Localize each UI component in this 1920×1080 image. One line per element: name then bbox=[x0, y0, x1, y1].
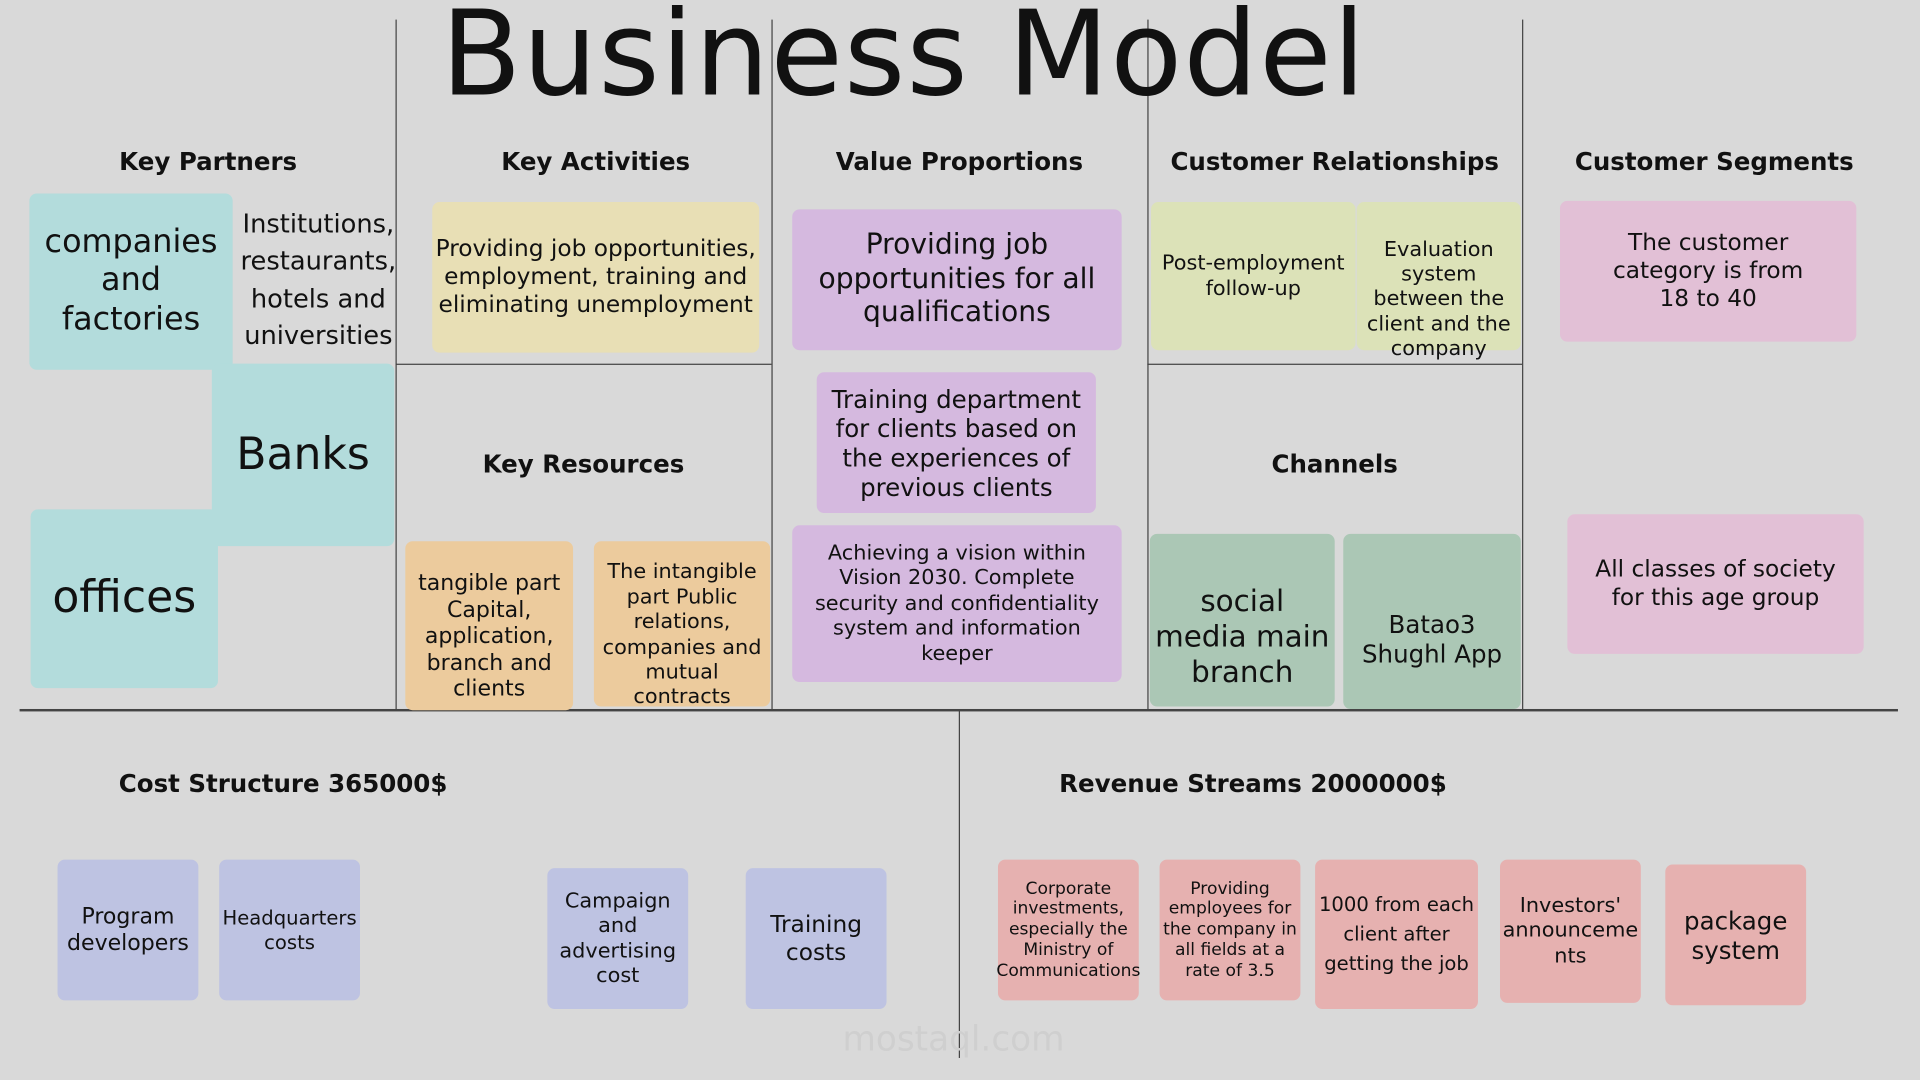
note-partner: Institutions, restaurants, hotels and un… bbox=[240, 209, 397, 351]
note-value: Training department for clients based on… bbox=[816, 372, 1096, 514]
divider bbox=[395, 363, 772, 365]
watermark: mostaql.com bbox=[842, 1018, 1065, 1060]
note-cost: Training costs bbox=[745, 868, 887, 1009]
divider bbox=[1522, 19, 1524, 711]
divider bbox=[958, 710, 961, 1058]
heading-value: Value Proportions bbox=[835, 146, 1084, 177]
note-revenue: Providing employees for the company in a… bbox=[1159, 859, 1301, 1001]
heading-key-partners: Key Partners bbox=[119, 146, 298, 177]
note-value: Achieving a vision within Vision 2030. C… bbox=[792, 525, 1122, 683]
note-channel: Batao3 Shughl App bbox=[1343, 533, 1521, 709]
note-revenue: Investors' announceme nts bbox=[1500, 859, 1641, 1003]
heading-resources: Key Resources bbox=[482, 449, 685, 479]
heading-key-activities: Key Activities bbox=[501, 146, 691, 177]
note-segment: The customer category is from 18 to 40 bbox=[1560, 200, 1857, 342]
note-partner: offices bbox=[30, 509, 218, 689]
note-channel: social media main branch bbox=[1149, 533, 1335, 707]
divider bbox=[19, 708, 1898, 712]
heading-segments: Customer Segments bbox=[1574, 146, 1854, 177]
note-revenue: Corporate investments, especially the Mi… bbox=[996, 859, 1140, 1001]
page-title: Business Model bbox=[440, 0, 1367, 123]
heading-relationships: Customer Relationships bbox=[1170, 146, 1499, 177]
note-value: Providing job opportunities for all qual… bbox=[792, 209, 1122, 351]
heading-revenue: Revenue Streams 2000000$ bbox=[1059, 768, 1447, 799]
note-relationship: Post-employment follow-up bbox=[1151, 202, 1356, 351]
note-resource: The intangible part Public relations, co… bbox=[593, 541, 771, 709]
note-revenue: 1000 from each client after getting the … bbox=[1315, 859, 1478, 1009]
note-relationship: Evaluation system between the client and… bbox=[1356, 202, 1521, 361]
note-cost: Headquarters costs bbox=[219, 859, 361, 1001]
note-cost: Campaign and advertising cost bbox=[547, 868, 689, 1009]
divider bbox=[1147, 363, 1523, 365]
note-activity: Providing job opportunities, employment,… bbox=[432, 202, 760, 353]
note-partner: companies and factories bbox=[29, 193, 233, 370]
note-revenue: package system bbox=[1665, 864, 1807, 1006]
note-resource: tangible part Capital, application, bran… bbox=[405, 541, 574, 711]
note-segment: All classes of society for this age grou… bbox=[1567, 514, 1864, 654]
heading-cost: Cost Structure 365000$ bbox=[118, 768, 448, 799]
heading-channels: Channels bbox=[1271, 449, 1398, 479]
divider bbox=[771, 19, 773, 711]
note-partner: Banks bbox=[211, 363, 395, 547]
note-cost: Program developers bbox=[57, 859, 199, 1001]
